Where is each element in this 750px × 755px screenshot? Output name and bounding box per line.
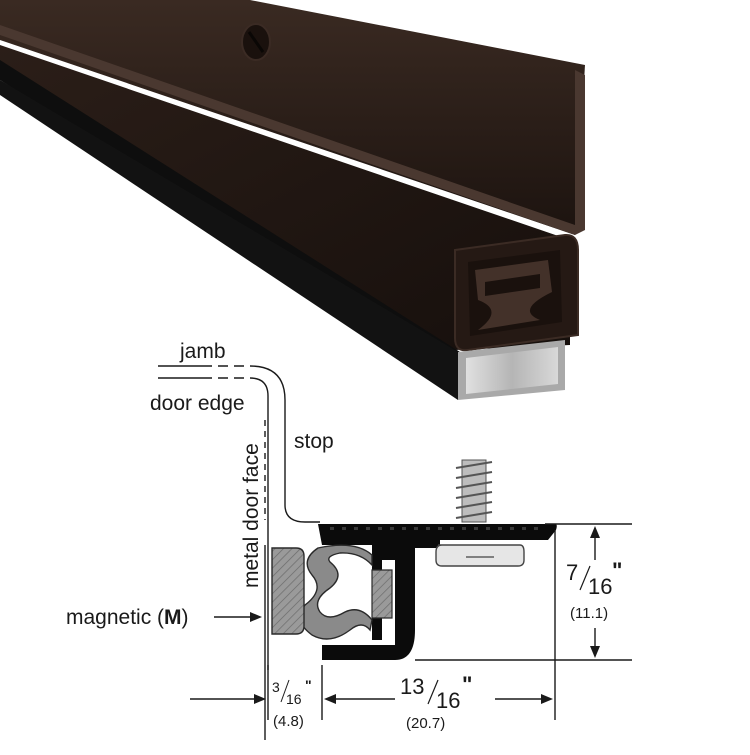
label-jamb: jamb	[179, 340, 226, 363]
dim-height: 7 16 " (11.1)	[566, 558, 622, 622]
rail-top-flange	[0, 0, 585, 235]
rail-end-profile	[454, 233, 579, 352]
dim-height-den: 16	[588, 574, 612, 599]
dim-width-metric: (20.7)	[406, 715, 445, 732]
rail-ridge	[0, 25, 585, 235]
dim-offset-unit: "	[305, 677, 312, 693]
dim-height-num: 7	[566, 560, 578, 585]
dim-width: 13 16 " (20.7)	[400, 672, 472, 732]
label-magnetic-prefix: magnetic (	[66, 606, 164, 629]
dim-offset-den: 16	[286, 691, 302, 707]
section-diagram: jamb door edge stop metal door face magn…	[66, 340, 632, 740]
dim-width-num: 13	[400, 674, 424, 699]
rail-magnet-end	[0, 80, 565, 400]
label-stop: stop	[294, 430, 334, 453]
label-magnetic-suffix: )	[182, 606, 189, 629]
profile-serrations	[330, 527, 538, 530]
label-magnetic-code: M	[164, 606, 182, 629]
magnet-insert	[271, 547, 305, 635]
dim-offset-num: 3	[272, 679, 280, 695]
dim-offset-metric: (4.8)	[273, 713, 304, 730]
dim-width-den: 16	[436, 688, 460, 713]
frame-lines	[158, 365, 320, 740]
label-magnetic: magnetic (M)	[66, 606, 189, 629]
screw-icon	[435, 459, 525, 567]
label-metal-door-face: metal door face	[240, 443, 263, 588]
dimension-lines	[190, 523, 632, 720]
magnetic-arrow	[214, 612, 262, 622]
dim-offset: 3 16 " (4.8)	[272, 677, 312, 730]
dimension-arrowheads	[254, 526, 600, 704]
screw-head	[435, 544, 525, 567]
label-door-edge: door edge	[150, 392, 245, 415]
dim-height-metric: (11.1)	[570, 605, 608, 622]
retainer-profile	[318, 524, 557, 660]
product-render	[0, 0, 585, 400]
rail-front-face	[0, 45, 570, 350]
bulb-gasket	[299, 544, 393, 640]
dim-height-unit: "	[612, 558, 622, 583]
dim-width-unit: "	[462, 672, 472, 697]
